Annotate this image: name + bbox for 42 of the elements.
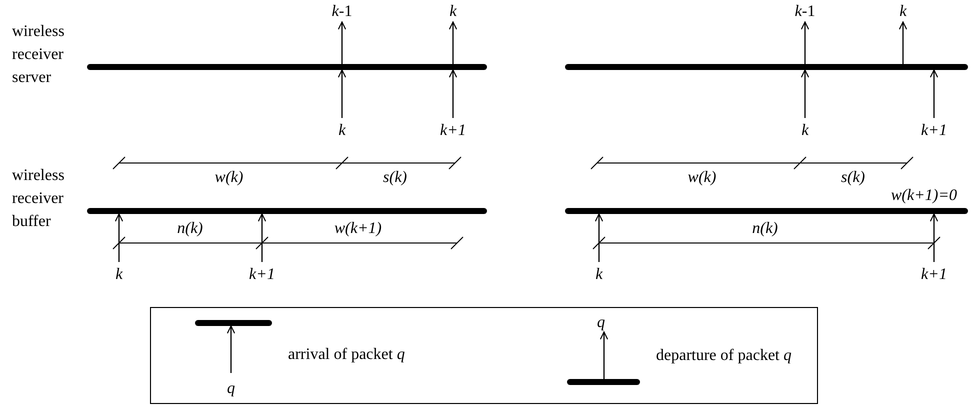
arrow xyxy=(800,21,810,64)
packet-index-label: k xyxy=(801,122,809,140)
packet-index-label: k xyxy=(899,3,907,21)
packet-index-label: k+1 xyxy=(921,122,947,140)
packet-index-label: k+1 xyxy=(249,266,275,284)
packet-index-label: k xyxy=(338,122,346,140)
packet-index-label: k+1 xyxy=(921,266,947,284)
timeline-bar xyxy=(565,208,968,214)
interval-label: s(k) xyxy=(841,169,865,187)
legend-text: arrival of packet q xyxy=(288,346,405,364)
interval-label: w(k) xyxy=(214,169,244,187)
legend-text: departure of packet q xyxy=(656,347,792,365)
arrow xyxy=(338,69,346,118)
interval-label: n(k) xyxy=(177,220,203,238)
arrow xyxy=(898,21,908,64)
timeline-bar xyxy=(565,64,968,70)
packet-index-label: k xyxy=(449,3,457,21)
arrow xyxy=(930,69,938,118)
interval-label: n(k) xyxy=(752,220,778,238)
packet-index-label: q xyxy=(597,314,605,332)
packet-index-label: k xyxy=(595,266,603,284)
timeline-bar xyxy=(87,208,487,214)
interval-label: w(k) xyxy=(688,169,716,187)
arrow xyxy=(448,69,458,118)
packet-index-label: q xyxy=(227,380,235,398)
arrow xyxy=(114,213,124,262)
interval-label: w(k+1)=0 xyxy=(890,187,958,205)
packet-index-label: k xyxy=(115,266,123,284)
arrow xyxy=(448,21,458,64)
packet-index-label: k-1 xyxy=(794,3,816,21)
packet-index-label: k+1 xyxy=(440,122,466,140)
arrow xyxy=(594,213,604,262)
interval-label: s(k) xyxy=(383,169,407,187)
arrow xyxy=(258,213,266,262)
arrow xyxy=(800,69,810,118)
arrow xyxy=(338,21,346,64)
row-label: wireless receiver buffer xyxy=(12,166,66,232)
arrow xyxy=(930,213,938,262)
interval-label: w(k+1) xyxy=(334,220,382,238)
row-label: wireless receiver server xyxy=(12,22,66,88)
packet-index-label: k-1 xyxy=(332,3,352,21)
timeline-bar xyxy=(87,64,487,70)
